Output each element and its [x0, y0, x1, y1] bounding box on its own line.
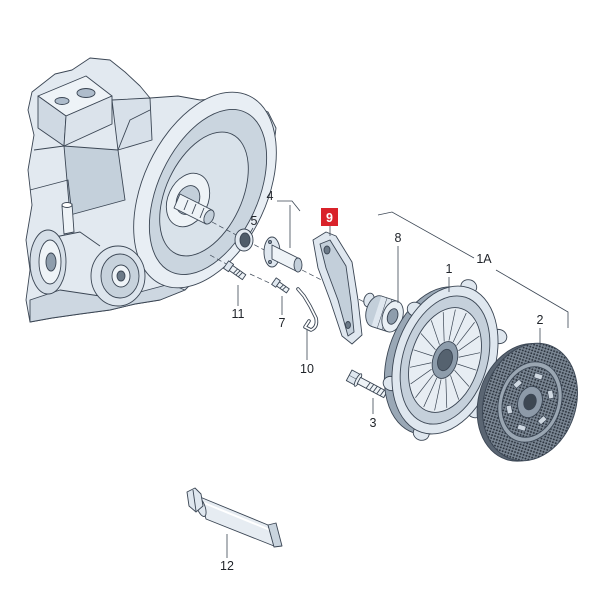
diaphragm-finger — [413, 349, 433, 357]
grease-tube — [186, 487, 283, 548]
release-lever-plate — [312, 231, 363, 345]
leader-1a-bracket — [495, 269, 569, 328]
callout-8[interactable]: 8 — [395, 231, 402, 245]
callout-9-box[interactable] — [321, 208, 338, 226]
diaphragm-finger — [415, 374, 434, 398]
torsion-springs — [505, 372, 555, 432]
callout-1a[interactable]: 1A — [476, 252, 492, 266]
callout-1[interactable]: 1 — [446, 262, 453, 276]
callout-4[interactable]: 4 — [267, 189, 274, 203]
selector-shaft — [61, 202, 75, 235]
diaphragm-finger — [452, 312, 467, 343]
callout-11[interactable]: 11 — [232, 307, 245, 321]
diaphragm-finger — [458, 335, 480, 352]
diaphragm-finger — [409, 362, 432, 368]
callout-labels: 4 5 9 8 1A 1 2 3 7 10 11 12 — [220, 189, 543, 573]
callout-3[interactable]: 3 — [370, 416, 377, 430]
diaphragm-finger — [458, 352, 481, 358]
leader-4-bracket — [277, 200, 301, 212]
torsion-spring — [537, 415, 548, 426]
callout-9[interactable]: 9 — [326, 211, 333, 225]
assembly-axis — [211, 221, 267, 252]
release-bearing — [363, 292, 404, 333]
diaphragm-finger — [457, 363, 477, 371]
callout-12[interactable]: 12 — [220, 559, 234, 573]
drive-flange — [90, 245, 146, 307]
guide-sleeve — [263, 236, 303, 273]
leader-lines — [226, 200, 569, 558]
torsion-spring — [547, 389, 555, 400]
diaphragm-finger — [445, 378, 448, 408]
callout-2[interactable]: 2 — [537, 313, 544, 327]
leader-1a-bracket — [377, 211, 475, 259]
torsion-spring — [533, 372, 544, 381]
assembly-axis — [301, 269, 373, 307]
diaphragm-finger — [420, 333, 436, 350]
pressure-plate-bolt — [345, 369, 388, 399]
bolt-11 — [223, 260, 247, 281]
diaphragm-finger — [448, 309, 456, 341]
callout-7[interactable]: 7 — [279, 316, 286, 330]
tube-cap — [186, 487, 204, 513]
diaphragm-finger — [423, 377, 438, 408]
diaphragm-finger — [450, 375, 460, 400]
diaphragm-finger — [454, 370, 470, 387]
diaphragm-finger — [434, 379, 442, 411]
diaphragm-finger — [442, 312, 445, 342]
pressure-plate-center-hole — [437, 348, 453, 372]
clutch-pressure-plate — [382, 279, 508, 441]
diaphragm-finger — [430, 320, 440, 345]
torsion-spring — [505, 404, 513, 415]
bolt-7-axis — [249, 273, 277, 287]
input-shaft — [173, 193, 215, 225]
clutch-disc — [476, 342, 578, 462]
callout-5[interactable]: 5 — [251, 214, 258, 228]
diaphragm-finger — [410, 368, 432, 385]
diaphragm-fingers — [409, 309, 481, 411]
torsion-spring — [512, 378, 523, 389]
callout-10[interactable]: 10 — [300, 362, 314, 376]
left-output-flange — [29, 229, 67, 295]
torsion-spring — [516, 423, 527, 432]
leader-5 — [249, 227, 254, 234]
shaft-seal — [234, 228, 254, 252]
bolt-7 — [271, 277, 290, 294]
diaphragm-finger — [456, 322, 475, 346]
retaining-spring-clip — [296, 287, 319, 332]
